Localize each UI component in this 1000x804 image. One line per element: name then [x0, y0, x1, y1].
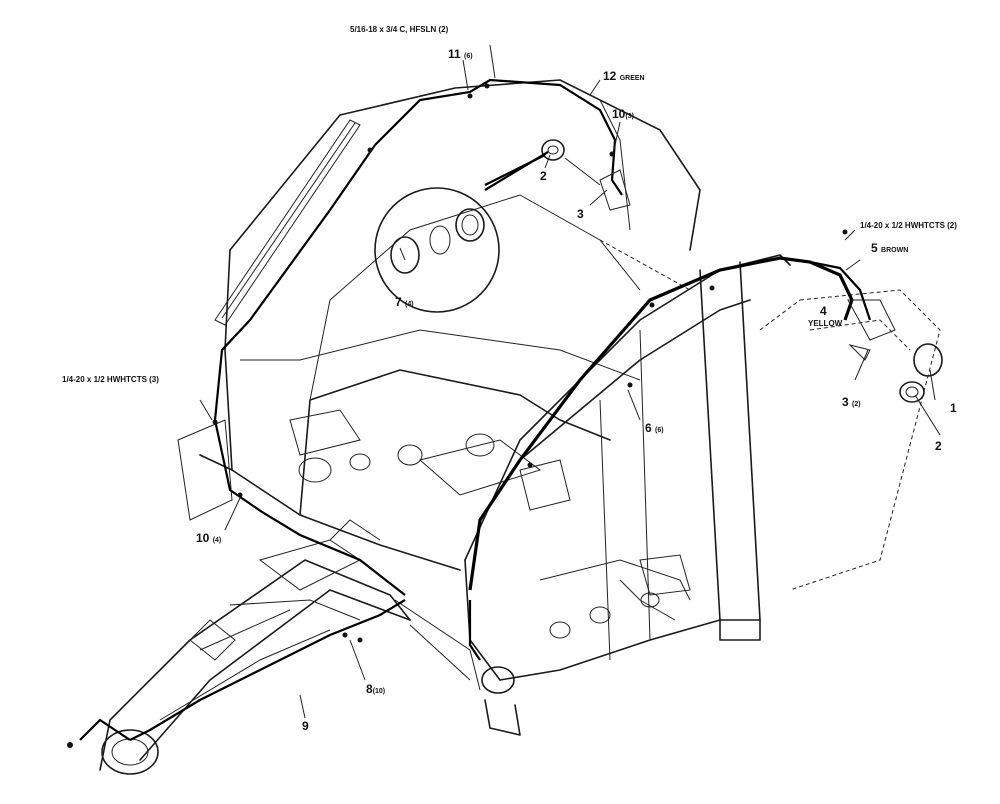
- label-item-10-left: 10 (4): [196, 532, 221, 544]
- light-assembly-right: [847, 299, 943, 403]
- label-item-3-right: 3 (2): [842, 396, 861, 408]
- item-6-number: 6: [645, 421, 652, 435]
- item-3-right-qty: (2): [852, 401, 861, 408]
- label-item-10-top: 10(3): [612, 108, 634, 120]
- item-11-number: 11: [448, 47, 461, 61]
- item-11-qty: (6): [464, 53, 473, 60]
- label-item-6: 6 (6): [645, 422, 664, 434]
- label-item-2-top: 2: [540, 169, 547, 183]
- label-item-2-right: 2: [935, 439, 942, 453]
- item-8-qty: (10): [372, 688, 386, 695]
- wire-left: [213, 144, 406, 596]
- wire-5-brown: [809, 260, 872, 321]
- label-item-4: 4: [820, 304, 827, 318]
- item-12-number: 12: [603, 69, 617, 83]
- left-rail: [214, 119, 361, 326]
- label-item-5: 5 BROWN: [871, 242, 908, 254]
- item-10-top-qty: (3): [625, 113, 634, 120]
- item-7-qty: (4): [405, 301, 414, 308]
- label-item-4-color: YELLOW: [808, 319, 843, 328]
- hitch-tongue: [99, 519, 481, 775]
- item-10-left-number: 10: [196, 531, 210, 545]
- main-harness: [468, 256, 854, 591]
- upper-housing: [224, 79, 701, 571]
- wiring-harness: [79, 78, 872, 741]
- wire-9: [129, 599, 406, 741]
- label-screw-top: 5/16-18 x 3/4 C, HFSLN (2): [350, 25, 449, 34]
- right-frame: [464, 254, 791, 736]
- item-10-left-qty: (4): [212, 537, 222, 544]
- label-item-3-top: 3: [577, 207, 584, 221]
- label-item-8: 8(10): [366, 683, 385, 695]
- item-5-color: BROWN: [881, 247, 909, 254]
- item-5-number: 5: [871, 241, 878, 255]
- label-item-12: 12 GREEN: [603, 70, 645, 82]
- label-item-1: 1: [950, 401, 957, 415]
- tailgate-outline: [759, 289, 941, 591]
- lens-detail-circle: [374, 151, 549, 313]
- label-item-7: 7 (4): [395, 296, 414, 308]
- label-item-11: 11 (6): [448, 48, 473, 60]
- item-8-number: 8: [366, 682, 373, 696]
- item-6-qty: (6): [655, 427, 664, 434]
- item-10-top-number: 10: [612, 107, 626, 121]
- item-7-number: 7: [395, 295, 402, 309]
- item-12-color: GREEN: [619, 75, 645, 82]
- left-guard: [177, 419, 233, 521]
- item-3-right-number: 3: [842, 395, 849, 409]
- wire-12-green: [374, 78, 623, 196]
- label-item-9: 9: [302, 719, 309, 733]
- label-screw-right: 1/4-20 x 1/2 HWHTCTS (2): [860, 221, 957, 230]
- leader-lines: [199, 44, 941, 719]
- fasteners: [67, 83, 848, 748]
- label-screw-left: 1/4-20 x 1/2 HWHTCTS (3): [62, 375, 159, 384]
